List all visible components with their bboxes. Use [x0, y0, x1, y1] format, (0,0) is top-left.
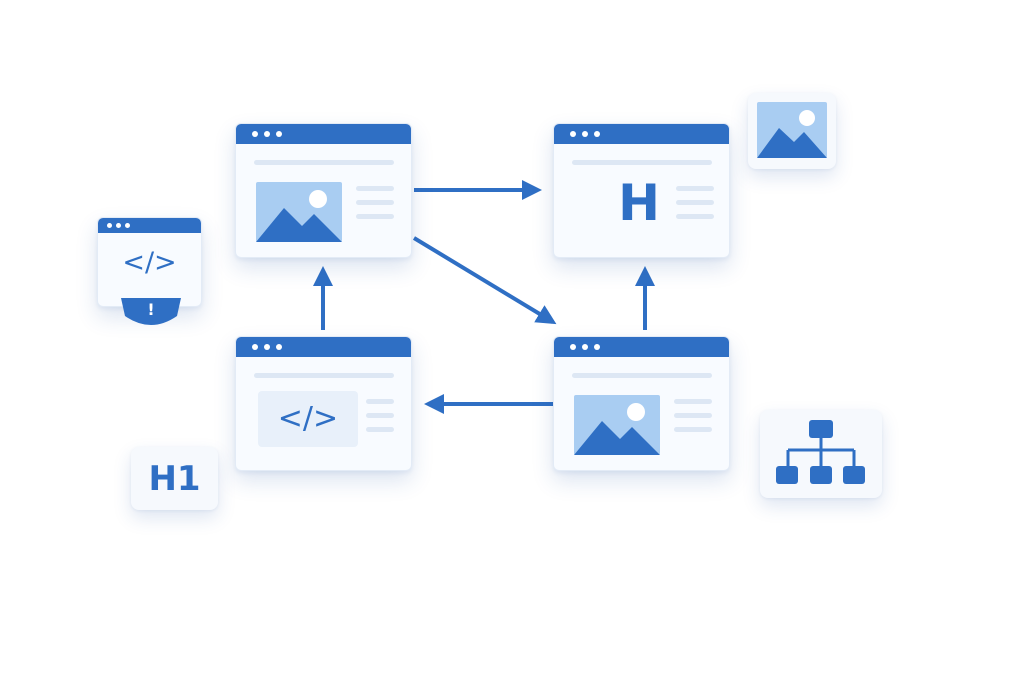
text-line [572, 160, 712, 165]
arrow-top-left-to-bottom-right [412, 236, 557, 325]
text-line [676, 186, 714, 191]
browser-window-image-bottom-right [553, 336, 730, 471]
text-line [366, 413, 394, 418]
image-icon [256, 182, 342, 242]
h1-glyph: H1 [148, 459, 201, 499]
text-line [254, 373, 394, 378]
code-block: </> [258, 391, 358, 447]
window-title-bar [554, 337, 729, 357]
browser-window-heading-top-right: H [553, 123, 730, 258]
browser-window-image-top-left [235, 123, 412, 258]
window-dot [570, 344, 576, 350]
window-title-bar [236, 124, 411, 144]
window-title-bar [98, 218, 201, 233]
text-line [572, 373, 712, 378]
code-icon: </> [277, 401, 339, 436]
window-dot [252, 131, 258, 137]
text-line [254, 160, 394, 165]
window-dot [264, 344, 270, 350]
window-dot [582, 131, 588, 137]
code-icon: </> [122, 247, 177, 278]
text-line [356, 186, 394, 191]
text-line [356, 200, 394, 205]
image-icon [757, 102, 827, 158]
window-dot [594, 344, 600, 350]
warning-glyph: ! [147, 300, 155, 319]
text-line [674, 399, 712, 404]
text-line [674, 413, 712, 418]
h1-tile: H1 [131, 447, 218, 510]
shield-warning-icon [121, 298, 181, 325]
window-dot [107, 223, 112, 228]
window-dot [582, 344, 588, 350]
window-dot [252, 344, 258, 350]
image-icon [574, 395, 660, 455]
text-line [676, 214, 714, 219]
image-tile [748, 93, 836, 169]
text-line [676, 200, 714, 205]
text-line [674, 427, 712, 432]
sitemap-icon [776, 420, 865, 484]
text-line [366, 427, 394, 432]
sitemap-tile [760, 410, 882, 498]
browser-window-code-bottom-left: </> [235, 336, 412, 471]
window-dot [116, 223, 121, 228]
window-dot [594, 131, 600, 137]
window-dot [276, 344, 282, 350]
window-dot [264, 131, 270, 137]
window-dot [570, 131, 576, 137]
small-window-code: </> [97, 217, 202, 307]
window-dot [276, 131, 282, 137]
heading-glyph: H [618, 174, 660, 232]
window-dot [125, 223, 130, 228]
window-title-bar [236, 337, 411, 357]
text-line [366, 399, 394, 404]
text-line [356, 214, 394, 219]
window-title-bar [554, 124, 729, 144]
